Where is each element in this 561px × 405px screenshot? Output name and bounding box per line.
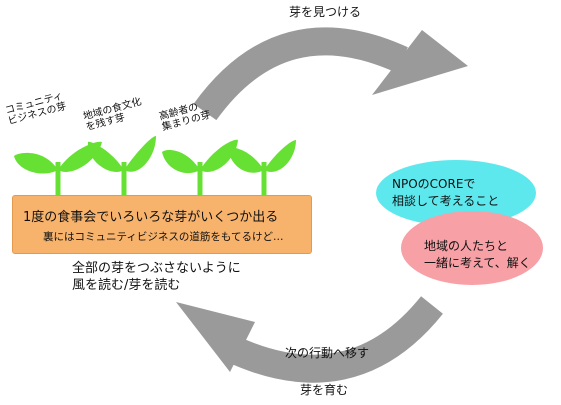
wind-reading-note: 全部の芽をつぶさないように 風を読む/芽を読む xyxy=(72,261,241,293)
seedling xyxy=(87,136,156,196)
bottom-cycle-arrow xyxy=(224,296,443,383)
take-action-label: 次の行動へ移す xyxy=(285,346,370,360)
bottom-cycle-arrowhead xyxy=(176,302,255,372)
soil-box-subline: 裏にはコミュニティビジネスの道筋をもてるけど… xyxy=(43,231,284,243)
soil-box: 1度の食事会でいろいろな芽がいくつか出る 裏にはコミュニティビジネスの道筋をもて… xyxy=(12,195,312,254)
npo-bubble-text: NPOのCOREで 相談して考えること xyxy=(392,177,500,208)
locals-bubble-text: 地域の人たちと 一緒に考えて、解く xyxy=(424,239,531,270)
top-cycle-arrowhead xyxy=(372,30,468,95)
locals-bubble xyxy=(401,211,543,285)
npo-bubble xyxy=(376,160,536,226)
seedling xyxy=(228,140,296,196)
top-cycle-arrow xyxy=(193,27,408,121)
soil-box-headline: 1度の食事会でいろいろな芽がいくつか出る xyxy=(23,210,279,225)
seedling xyxy=(162,139,238,196)
grow-sprouts-label: 芽を育む xyxy=(300,383,349,397)
find-sprouts-label: 芽を見つける xyxy=(289,5,362,19)
